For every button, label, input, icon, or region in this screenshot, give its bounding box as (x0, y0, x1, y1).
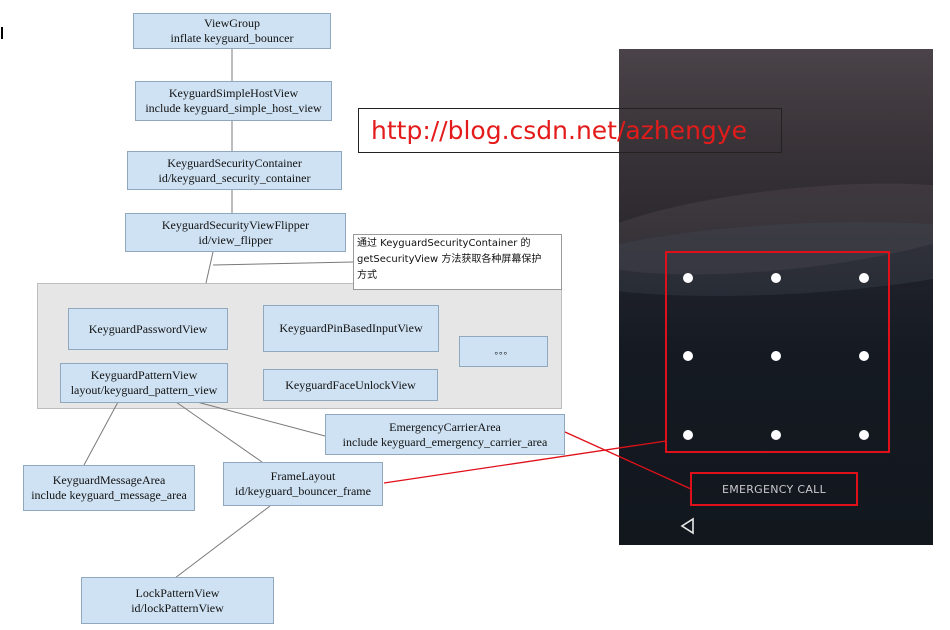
pattern-dot[interactable] (771, 430, 781, 440)
emergency-call-button[interactable]: EMERGENCY CALL (690, 472, 858, 506)
edge-note-pointer (212, 261, 354, 266)
node-password-view: KeyguardPasswordView (68, 308, 228, 350)
pattern-dot[interactable] (859, 273, 869, 283)
node-face-unlock-view: KeyguardFaceUnlockView (263, 369, 438, 401)
edge-frame-to-pattern (383, 440, 667, 484)
node-subtitle: id/keyguard_bouncer_frame (235, 484, 371, 498)
node-frame-layout: FrameLayout id/keyguard_bouncer_frame (223, 462, 383, 506)
node-subtitle: include keyguard_emergency_carrier_area (342, 434, 548, 449)
node-title: KeyguardPatternView (90, 368, 198, 382)
node-message-area: KeyguardMessageArea include keyguard_mes… (23, 465, 195, 511)
node-subtitle: include keyguard_message_area (31, 488, 187, 502)
node-pattern-view: KeyguardPatternView layout/keyguard_patt… (60, 363, 228, 403)
node-subtitle: id/keyguard_security_container (158, 170, 311, 185)
pattern-dot[interactable] (771, 273, 781, 283)
node-title: KeyguardMessageArea (52, 473, 166, 487)
annotation-note: 通过 KeyguardSecurityContainer 的 getSecuri… (353, 234, 562, 290)
text-cursor (1, 27, 3, 39)
blog-url-watermark: http://blog.csdn.net/azhengye (358, 108, 782, 153)
pattern-dot[interactable] (859, 430, 869, 440)
node-title: KeyguardSecurityContainer (167, 155, 302, 170)
pattern-dot[interactable] (683, 430, 693, 440)
edge-pattern-emergency (196, 401, 326, 437)
edge-pattern-message (83, 401, 119, 466)
node-view-flipper: KeyguardSecurityViewFlipper id/view_flip… (125, 213, 346, 252)
pattern-dot[interactable] (771, 351, 781, 361)
emergency-call-label: EMERGENCY CALL (721, 482, 827, 496)
node-title: EmergencyCarrierArea (389, 419, 501, 434)
node-subtitle: id/lockPatternView (131, 600, 224, 615)
node-title: LockPatternView (135, 585, 220, 600)
node-subtitle: layout/keyguard_pattern_view (70, 383, 218, 397)
node-title: KeyguardFaceUnlockView (285, 377, 416, 392)
node-title: 。。。 (494, 346, 513, 356)
pattern-dot[interactable] (683, 273, 693, 283)
edge-flipper-group (205, 251, 214, 284)
node-lock-pattern-view: LockPatternView id/lockPatternView (81, 577, 274, 624)
pattern-dot[interactable] (683, 351, 693, 361)
node-title: KeyguardPasswordView (88, 321, 208, 336)
node-ellipsis: 。。。 (459, 336, 548, 367)
node-subtitle: id/view_flipper (198, 232, 273, 247)
back-triangle-icon[interactable] (679, 517, 697, 535)
note-line: getSecurityView 方法获取各种屏幕保护 (357, 254, 542, 265)
node-viewgroup: ViewGroup inflate keyguard_bouncer (133, 13, 331, 49)
blog-url-text: http://blog.csdn.net/azhengye (371, 116, 747, 145)
node-title: ViewGroup (204, 16, 260, 30)
edge-frame-lockpattern (174, 505, 271, 579)
node-emergency-carrier-area: EmergencyCarrierArea include keyguard_em… (325, 414, 565, 455)
node-pin-based-view: KeyguardPinBasedInputView (263, 305, 439, 352)
phone-lockscreen (619, 49, 933, 545)
node-subtitle: inflate keyguard_bouncer (170, 31, 294, 45)
node-subtitle: include keyguard_simple_host_view (145, 101, 322, 115)
pattern-dot[interactable] (859, 351, 869, 361)
node-title: FrameLayout (270, 469, 336, 483)
node-title: KeyguardSimpleHostView (168, 86, 299, 100)
edge-pattern-frame (175, 401, 263, 463)
node-simple-host-view: KeyguardSimpleHostView include keyguard_… (135, 81, 332, 121)
node-security-container: KeyguardSecurityContainer id/keyguard_se… (127, 151, 342, 190)
edge-emergency-to-button (564, 431, 692, 490)
note-line: 通过 KeyguardSecurityContainer 的 (357, 238, 531, 249)
note-line: 方式 (357, 270, 377, 281)
node-title: KeyguardSecurityViewFlipper (161, 217, 310, 232)
pattern-grid-highlight (665, 251, 890, 453)
node-title: KeyguardPinBasedInputView (279, 321, 423, 335)
